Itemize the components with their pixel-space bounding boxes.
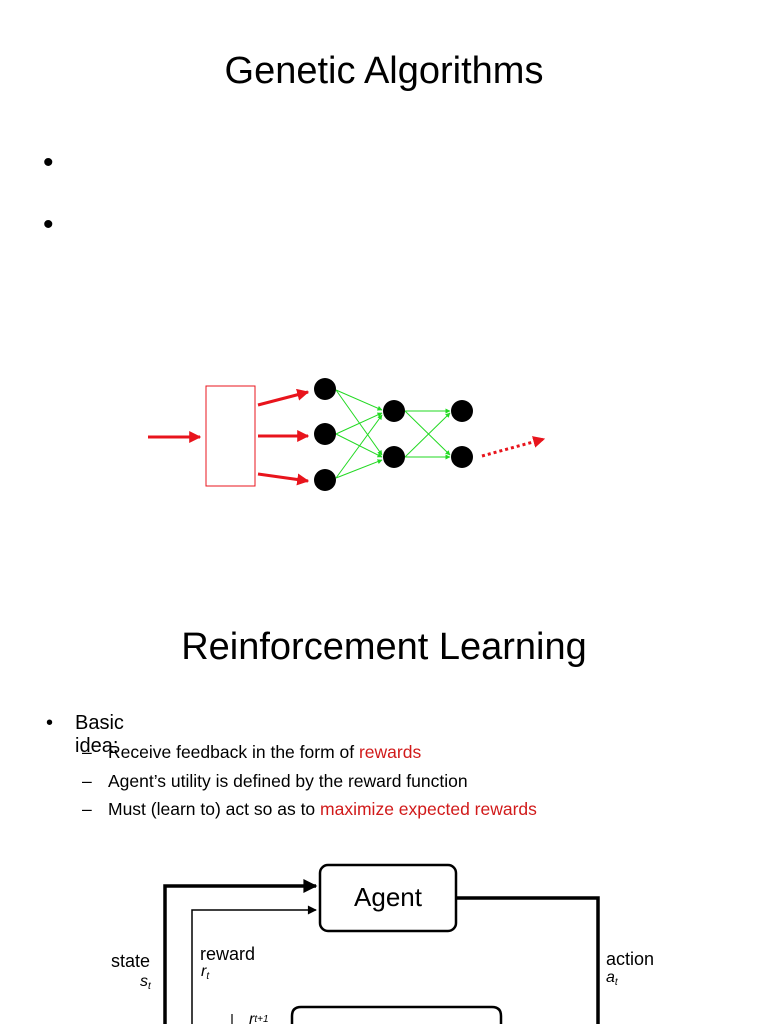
connection [335, 389, 383, 411]
connection [335, 389, 383, 456]
action-line [456, 896, 600, 1024]
network-node [314, 423, 336, 445]
dash-glyph: – [82, 742, 92, 762]
connection [335, 459, 383, 479]
connection [404, 412, 451, 458]
reward-symbol: rt [201, 963, 210, 982]
reward-line [191, 905, 317, 1024]
bullet-glyph: • [46, 712, 54, 734]
network-node [314, 378, 336, 400]
box-to-node-arrow-3 [257, 472, 310, 486]
highlight-maximize: maximize expected rewards [320, 799, 537, 819]
connection [335, 412, 383, 435]
dash-glyph: – [82, 770, 92, 791]
state-line [163, 879, 318, 1024]
connection [335, 414, 383, 479]
action-symbol: at [606, 969, 619, 988]
output-dotted-arrow [481, 436, 546, 458]
sub-bullet-2: Agent’s utility is defined by the reward… [108, 770, 468, 791]
action-label: action [606, 949, 654, 969]
network-node [451, 446, 473, 468]
state-label: state [111, 951, 150, 971]
sub-bullet-3: Must (learn to) act so as to maximize ex… [108, 799, 537, 819]
network-node [383, 446, 405, 468]
main-bullet-text: Basic idea: [75, 712, 124, 757]
box-to-node-arrow-1 [257, 388, 310, 407]
slide-title-genetic-algorithms: Genetic Algorithms [224, 50, 544, 92]
highlight-rewards: rewards [358, 742, 422, 762]
reward-label: reward [200, 944, 255, 964]
network-node [314, 469, 336, 491]
dash-glyph: – [82, 799, 92, 819]
state-symbol: st [140, 973, 152, 992]
agent-label: Agent [354, 882, 423, 912]
sub-bullet-1: Receive feedback in the form of rewards [108, 742, 422, 762]
neural-network-diagram [148, 378, 546, 491]
network-node [383, 400, 405, 422]
connection [335, 433, 383, 458]
environment-box [290, 1005, 503, 1024]
input-box [205, 385, 256, 487]
network-node [451, 400, 473, 422]
connection [404, 410, 451, 456]
empty-bullet-2: • [43, 208, 54, 241]
reward-next-symbol: rt+1 [249, 1011, 269, 1024]
empty-bullet-1: • [43, 146, 54, 179]
slide-title-reinforcement-learning: Reinforcement Learning [181, 626, 587, 668]
